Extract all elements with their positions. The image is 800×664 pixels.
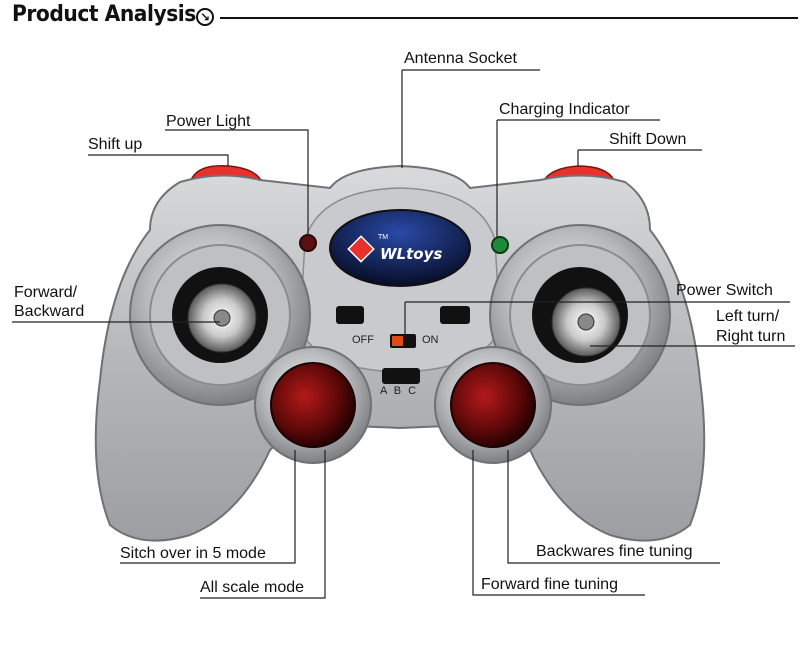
- circle-arrow-down-right-icon: ↘: [196, 8, 214, 26]
- brand-text: WLtoys: [380, 245, 443, 263]
- all-scale-mode-button: [270, 362, 356, 448]
- label-left-right-turn-1: Left turn/: [716, 308, 780, 325]
- charging-light: [491, 236, 509, 254]
- brand-logo: [347, 235, 375, 263]
- brand-display: [329, 209, 471, 287]
- header-title: Product Analysis: [12, 2, 196, 27]
- power-switch-knob: [392, 336, 403, 346]
- label-power-light: Power Light: [166, 113, 251, 130]
- label-all-scale-mode: All scale mode: [200, 579, 305, 596]
- section-header: Product Analysis ↘: [0, 0, 800, 36]
- label-shift-up: Shift up: [88, 136, 143, 153]
- label-forward-backward-1: Forward/: [14, 284, 78, 301]
- label-antenna-socket: Antenna Socket: [404, 50, 517, 67]
- label-switch-over-5-mode: Sitch over in 5 mode: [120, 545, 266, 562]
- label-left-right-turn-2: Right turn: [716, 328, 786, 345]
- label-forward-fine-tuning: Forward fine tuning: [481, 576, 618, 593]
- switch-off-label: OFF: [352, 334, 374, 346]
- label-charging-indicator: Charging Indicator: [499, 101, 630, 118]
- label-shift-down: Shift Down: [609, 131, 687, 148]
- leader-lines: [12, 69, 795, 599]
- label-forward-backward-2: Backward: [14, 303, 85, 320]
- mode-button: [382, 368, 420, 384]
- fine-tuning-button: [450, 362, 536, 448]
- label-power-switch: Power Switch: [676, 282, 773, 299]
- power-light: [299, 234, 317, 252]
- header-rule: [220, 17, 798, 19]
- left-small-button: [336, 306, 364, 324]
- trademark-text: TM: [378, 234, 389, 241]
- right-small-button: [440, 306, 470, 324]
- label-backwards-fine-tuning: Backwares fine tuning: [536, 543, 693, 560]
- switch-on-label: ON: [422, 334, 439, 346]
- mode-letters: A B C: [380, 385, 419, 397]
